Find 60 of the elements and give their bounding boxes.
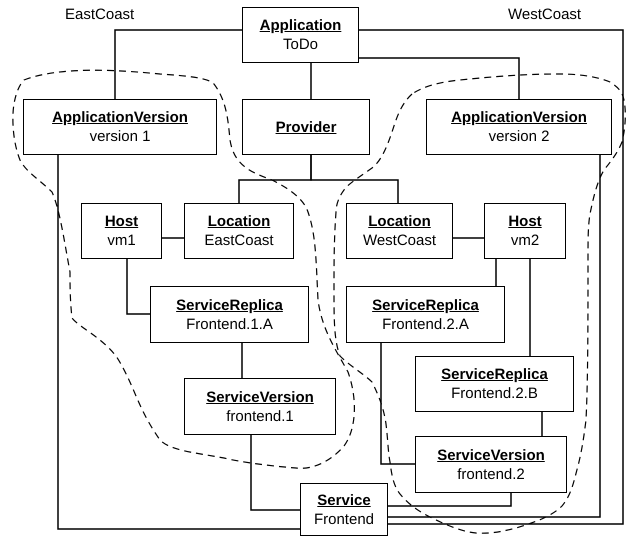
entity-name: WestCoast: [362, 231, 436, 250]
connector-line: [388, 493, 512, 507]
entity-type: Location: [368, 212, 431, 231]
entity-box: [300, 483, 388, 536]
entity-type: ApplicationVersion: [52, 108, 188, 127]
region-label: EastCoast: [65, 6, 134, 23]
connector-line: [250, 435, 300, 511]
connector-line: [162, 237, 184, 239]
entity-box: [415, 436, 567, 493]
entity-type: ServiceVersion: [437, 446, 545, 464]
connector-line: [359, 57, 520, 99]
entity-type: Host: [104, 212, 138, 231]
entity-name: frontend.2: [457, 464, 525, 484]
entity-type: Service: [317, 490, 371, 510]
entity-name: version 1: [90, 127, 150, 146]
entity-box: [346, 203, 453, 259]
entity-box: [484, 203, 566, 259]
entity-box: [184, 378, 336, 435]
entity-name: EastCoast: [204, 231, 274, 250]
connector-line: [57, 155, 300, 530]
entity-name: Frontend.2.A: [382, 314, 469, 334]
connector-line: [310, 155, 399, 203]
entity-box: [242, 99, 370, 155]
entity-type: ServiceReplica: [441, 365, 548, 384]
entity-box: [242, 7, 359, 63]
entity-type: ServiceReplica: [372, 296, 479, 314]
entity-box: [346, 286, 505, 343]
entity-box: [184, 203, 294, 259]
connector-line: [114, 29, 242, 99]
connector-line: [495, 259, 497, 286]
entity-name: vm1: [107, 231, 136, 250]
entity-name: ToDo: [282, 35, 318, 54]
entity-type: Location: [208, 212, 270, 231]
entity-name: Frontend.1.A: [186, 314, 273, 334]
entity-type: ServiceVersion: [206, 388, 314, 406]
connector-line: [453, 237, 484, 239]
entity-name: frontend.1: [226, 406, 294, 426]
entity-box: [81, 203, 162, 259]
connector-line: [241, 343, 243, 378]
entity-type: Application: [260, 16, 342, 35]
connector-line: [529, 259, 531, 356]
connector-line: [310, 63, 312, 99]
connector-line: [126, 259, 150, 315]
connector-line: [359, 29, 624, 525]
entity-box: [426, 99, 612, 155]
entity-name: version 2: [488, 127, 550, 146]
entity-name: Frontend.2.B: [451, 384, 538, 403]
connector-line: [388, 155, 601, 518]
entity-box: [415, 356, 574, 412]
region-label: WestCoast: [508, 6, 582, 23]
connector-line: [541, 412, 543, 436]
entity-name: Frontend: [314, 510, 374, 528]
entity-type: ApplicationVersion: [451, 108, 587, 127]
entity-box: [23, 99, 217, 155]
entity-type: Host: [508, 212, 542, 231]
entity-type: ServiceReplica: [176, 296, 283, 314]
connector-line: [380, 343, 415, 465]
entity-type: Provider: [276, 118, 336, 136]
entity-box: [150, 286, 309, 343]
entity-name: vm2: [510, 231, 540, 250]
